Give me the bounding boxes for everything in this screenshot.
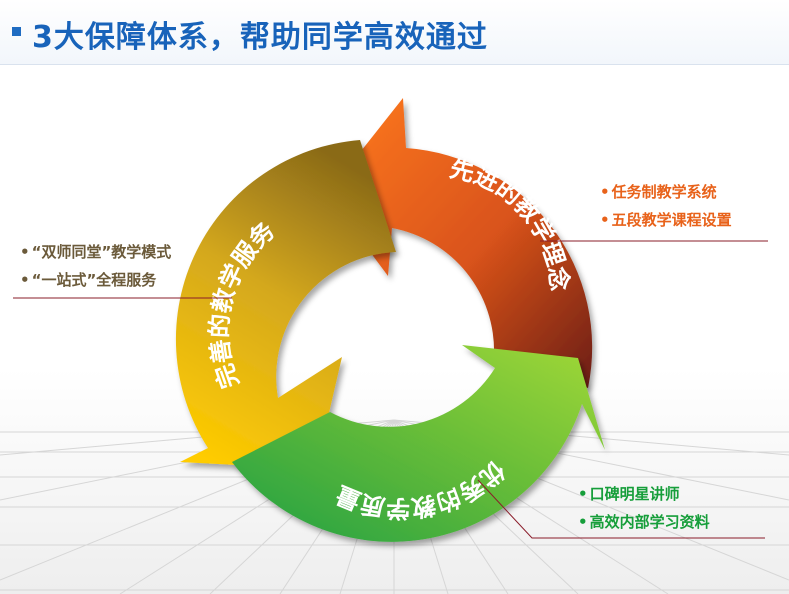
bullet-text: 口碑明星讲师 (589, 485, 680, 503)
title-bar: 3大保障体系，帮助同学高效通过 (0, 0, 789, 65)
bullet-item: •“一站式”全程服务 (20, 266, 171, 294)
leader-line-right-bottom (477, 479, 765, 539)
bullet-text: 任务制教学系统 (611, 183, 717, 201)
bullet-item: •高效内部学习资料 (578, 508, 710, 536)
bullet-text: 高效内部学习资料 (589, 513, 710, 531)
bullet-text: “一站式”全程服务 (31, 271, 157, 289)
bullet-dot: • (600, 183, 610, 201)
cycle-arrow-green (232, 345, 605, 542)
bullet-item: •任务制教学系统 (600, 178, 732, 206)
title-bullet-square (12, 27, 21, 36)
cycle-arrow-orange (327, 98, 593, 388)
bullet-dot: • (20, 271, 30, 289)
bullet-group-right-bottom: •口碑明星讲师 •高效内部学习资料 (578, 480, 710, 536)
bullet-dot: • (20, 243, 30, 261)
bullet-text: 五段教学课程设置 (611, 211, 732, 229)
bullet-text: “双师同堂”教学模式 (31, 243, 172, 261)
page-title: 3大保障体系，帮助同学高效通过 (32, 20, 488, 55)
cycle-arrow-yellow (175, 140, 396, 469)
bullet-dot: • (578, 485, 588, 503)
bullet-item: •口碑明星讲师 (578, 480, 710, 508)
bullet-dot: • (578, 513, 588, 531)
bullet-group-right-top: •任务制教学系统 •五段教学课程设置 (600, 178, 732, 234)
bullet-item: •“双师同堂”教学模式 (20, 238, 171, 266)
bullet-dot: • (600, 211, 610, 229)
bullet-item: •五段教学课程设置 (600, 206, 732, 234)
bullet-group-left: •“双师同堂”教学模式 •“一站式”全程服务 (20, 238, 171, 294)
